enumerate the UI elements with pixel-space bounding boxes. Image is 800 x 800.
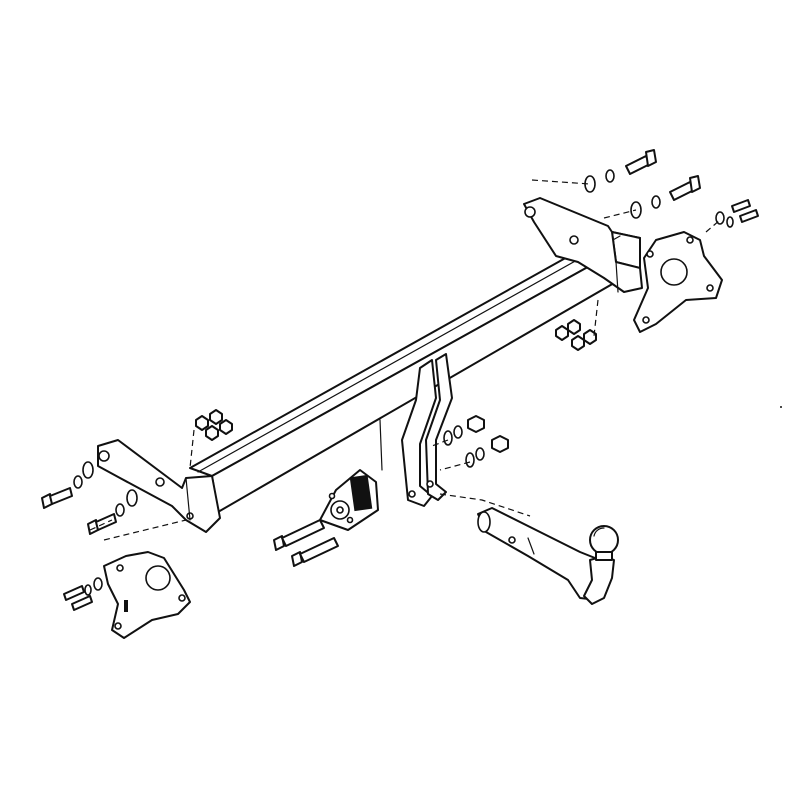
electrical-socket-plate <box>319 469 379 531</box>
bolt <box>731 199 751 213</box>
bolt <box>291 537 339 567</box>
bolt <box>41 487 73 509</box>
center-hanger-plates <box>379 353 453 507</box>
bolt <box>71 595 93 611</box>
bolt <box>739 209 759 223</box>
bolt <box>625 149 657 175</box>
bolt <box>87 513 117 535</box>
left-mounting-plate <box>103 551 191 639</box>
bolt <box>63 585 85 601</box>
assembly-lines <box>89 179 721 541</box>
right-side-bracket <box>523 197 643 293</box>
right-mounting-plate <box>633 231 723 333</box>
bolt <box>669 175 701 201</box>
bolt <box>273 519 325 551</box>
left-side-bracket <box>97 439 221 533</box>
bolts <box>41 149 759 611</box>
tow-ball <box>589 525 619 561</box>
nuts <box>195 319 597 453</box>
tow-ball-neck <box>477 507 615 605</box>
stray-dot <box>780 406 782 408</box>
